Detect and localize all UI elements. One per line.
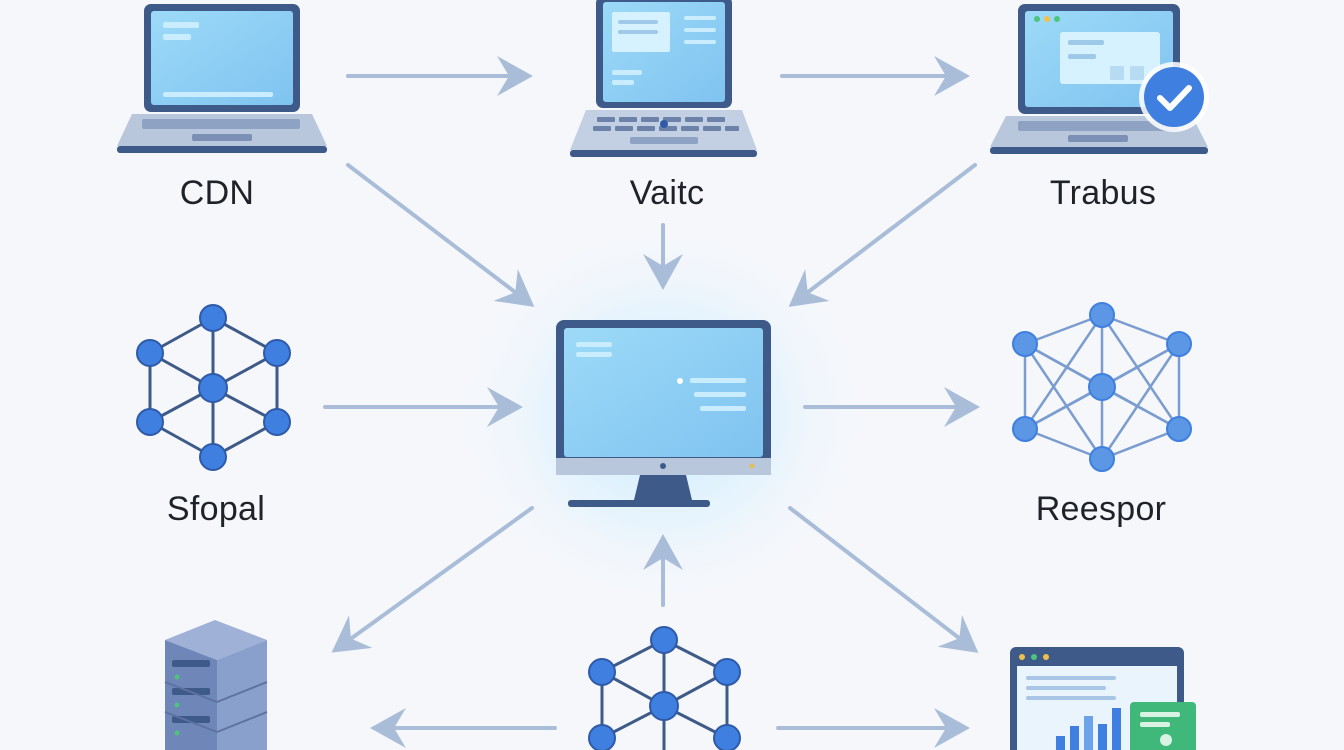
laptop-keyboard-icon [570, 0, 757, 157]
check-badge-icon [1144, 67, 1204, 127]
arrow-cdn-to-center [346, 163, 535, 307]
node-label-cdn: CDN [179, 174, 255, 212]
arrow-center-to-server [331, 506, 534, 653]
desktop-monitor-icon [556, 320, 771, 507]
dashboard-chart-icon [1010, 647, 1196, 750]
network-hexagon-icon [588, 626, 741, 750]
arrow-center-to-dashboard [788, 506, 979, 653]
laptop-icon [117, 4, 327, 153]
node-label-vaitc: Vaitc [629, 174, 705, 212]
server-stack-icon [164, 620, 268, 750]
node-label-trabus: Trabus [1049, 174, 1157, 212]
network-hexagon-icon [136, 304, 291, 471]
arrows [323, 56, 980, 748]
node-label-sfopal: Sfopal [166, 490, 266, 528]
laptop-check-icon [990, 4, 1209, 154]
arrow-trabus-to-center [788, 163, 977, 307]
node-label-reespor: Reespor [1035, 490, 1167, 528]
network-mesh-icon [1012, 302, 1192, 472]
